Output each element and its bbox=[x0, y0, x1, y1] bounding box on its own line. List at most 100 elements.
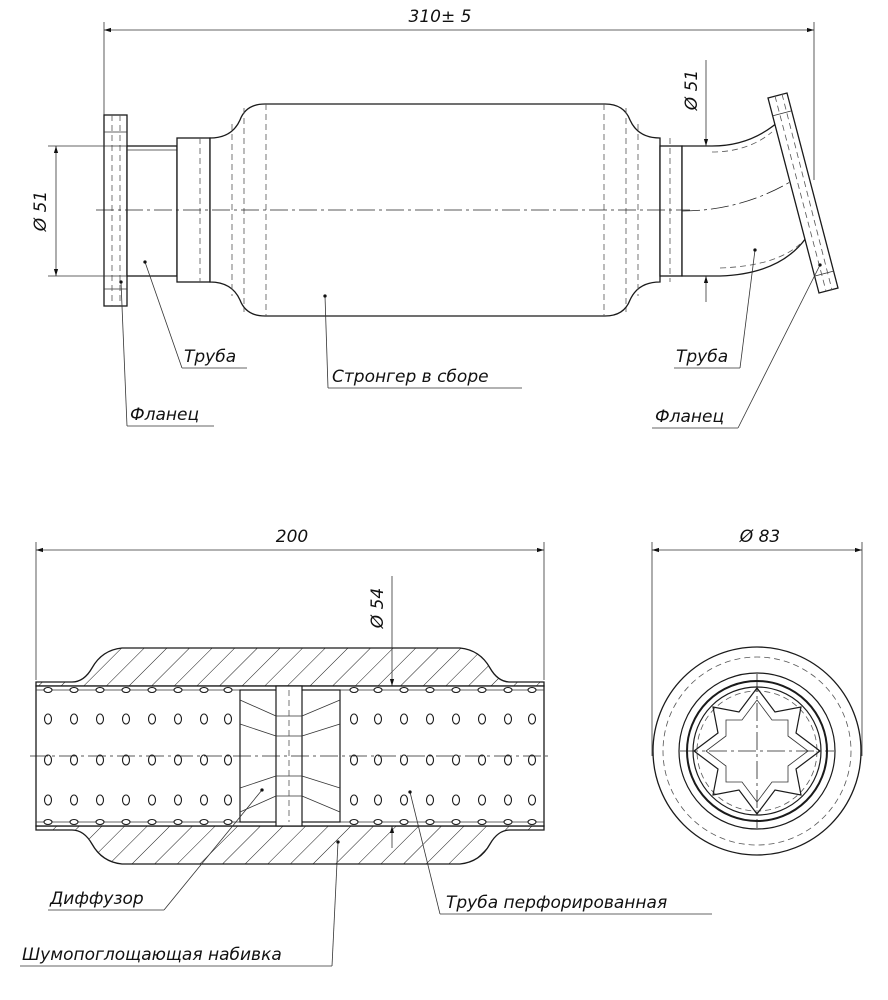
top-view: 310± 5 bbox=[31, 7, 839, 429]
diffuser-label: Диффузор bbox=[49, 889, 144, 909]
upper-packing bbox=[35, 647, 545, 687]
perforation-hole bbox=[527, 794, 537, 806]
left-diameter-dimension: Ø 51 bbox=[31, 145, 127, 277]
outer-diameter-dimension: Ø 83 bbox=[651, 527, 863, 756]
perforation-hole bbox=[121, 818, 131, 826]
perforation-hole bbox=[451, 713, 461, 725]
perforation-hole bbox=[223, 713, 233, 725]
overall-length-text: 310± 5 bbox=[409, 7, 472, 27]
perforation-hole bbox=[69, 754, 79, 766]
perforation-hole bbox=[477, 713, 487, 725]
right-diameter-text: Ø 51 bbox=[682, 70, 702, 111]
packing-label: Шумопоглощающая набивка bbox=[22, 945, 282, 965]
left-flange bbox=[103, 114, 128, 307]
perforation-hole bbox=[43, 713, 53, 725]
perforation-hole bbox=[147, 754, 157, 766]
perforation-hole bbox=[121, 794, 131, 806]
perforation-hole bbox=[173, 818, 183, 826]
perforation-hole bbox=[147, 686, 157, 694]
right-diameter-dimension: Ø 51 bbox=[682, 60, 709, 302]
perforation-hole bbox=[527, 754, 537, 766]
flange-right-label: Фланец bbox=[655, 407, 724, 427]
perforation-hole bbox=[199, 754, 209, 766]
perforation-hole bbox=[43, 794, 53, 806]
perforation-hole bbox=[349, 754, 359, 766]
perforation-hole bbox=[349, 686, 359, 694]
inner-diameter-dimension: Ø 54 bbox=[368, 576, 395, 848]
perforation-holes bbox=[43, 686, 537, 826]
perforation-hole bbox=[399, 794, 409, 806]
perforation-hole bbox=[373, 794, 383, 806]
perforation-hole bbox=[43, 686, 53, 694]
perforation-hole bbox=[477, 754, 487, 766]
perforation-hole bbox=[199, 794, 209, 806]
perforation-hole bbox=[121, 754, 131, 766]
perforation-hole bbox=[95, 686, 105, 694]
left-pipe bbox=[126, 145, 178, 277]
left-diameter-text: Ø 51 bbox=[31, 191, 51, 232]
perforation-hole bbox=[95, 754, 105, 766]
perforation-hole bbox=[399, 686, 409, 694]
perforated-pipe-label: Труба перфорированная bbox=[446, 893, 667, 913]
inner-diameter-text: Ø 54 bbox=[368, 588, 388, 629]
pipe-left-label: Труба bbox=[184, 347, 236, 367]
perforation-hole bbox=[147, 794, 157, 806]
perforation-hole bbox=[223, 818, 233, 826]
perforation-hole bbox=[373, 818, 383, 826]
perforation-hole bbox=[349, 713, 359, 725]
perforation-hole bbox=[223, 686, 233, 694]
overall-length-dimension: 310± 5 bbox=[103, 7, 815, 180]
stronger-label: Стронгер в сборе bbox=[332, 367, 489, 387]
perforation-hole bbox=[425, 754, 435, 766]
perforation-hole bbox=[223, 754, 233, 766]
perforation-hole bbox=[425, 794, 435, 806]
perforation-hole bbox=[503, 754, 513, 766]
perforation-hole bbox=[451, 754, 461, 766]
perforation-hole bbox=[95, 794, 105, 806]
perforation-hole bbox=[503, 818, 513, 826]
perforation-hole bbox=[451, 794, 461, 806]
top-leaders: Труба Фланец Стронгер в сборе Труба Флан… bbox=[119, 248, 822, 429]
section-view: 200 bbox=[20, 527, 712, 967]
perforation-hole bbox=[477, 818, 487, 826]
perforation-hole bbox=[173, 794, 183, 806]
perforation-hole bbox=[121, 713, 131, 725]
section-leaders: Диффузор Шумопоглощающая набивка Труба п… bbox=[20, 788, 712, 967]
perforation-hole bbox=[199, 818, 209, 826]
end-view: Ø 83 bbox=[651, 527, 863, 856]
perforation-hole bbox=[173, 754, 183, 766]
perforation-hole bbox=[527, 713, 537, 725]
perforation-hole bbox=[199, 713, 209, 725]
lower-packing bbox=[35, 825, 545, 865]
perforation-hole bbox=[43, 818, 53, 826]
perforation-hole bbox=[399, 818, 409, 826]
perforation-hole bbox=[527, 686, 537, 694]
perforation-hole bbox=[451, 818, 461, 826]
perforation-hole bbox=[503, 794, 513, 806]
perforation-hole bbox=[147, 818, 157, 826]
perforation-hole bbox=[503, 713, 513, 725]
perforation-hole bbox=[173, 713, 183, 725]
perforation-hole bbox=[223, 794, 233, 806]
perforation-hole bbox=[121, 686, 131, 694]
perforation-hole bbox=[69, 713, 79, 725]
perforation-hole bbox=[425, 713, 435, 725]
perforation-hole bbox=[69, 818, 79, 826]
right-flange bbox=[767, 92, 839, 294]
perforation-hole bbox=[373, 754, 383, 766]
diffuser bbox=[239, 685, 341, 827]
perforation-hole bbox=[95, 713, 105, 725]
perforation-hole bbox=[147, 713, 157, 725]
outer-diameter-text: Ø 83 bbox=[739, 527, 780, 547]
perforation-hole bbox=[199, 686, 209, 694]
perforation-hole bbox=[503, 686, 513, 694]
perforation-hole bbox=[425, 818, 435, 826]
perforation-hole bbox=[373, 713, 383, 725]
flange-left-label: Фланец bbox=[130, 405, 199, 425]
perforation-hole bbox=[373, 686, 383, 694]
perforation-hole bbox=[349, 818, 359, 826]
pipe-right-label: Труба bbox=[676, 347, 728, 367]
perforation-hole bbox=[43, 754, 53, 766]
perforation-hole bbox=[349, 794, 359, 806]
section-length-text: 200 bbox=[276, 527, 308, 547]
